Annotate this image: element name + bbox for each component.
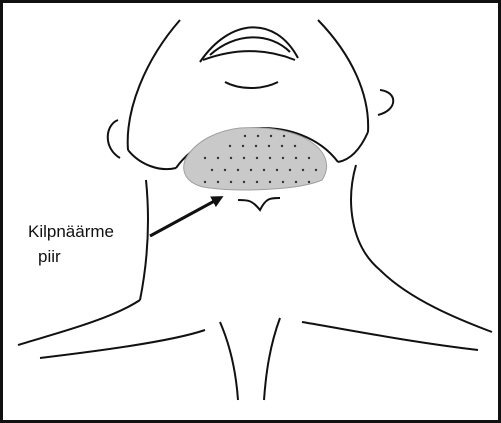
collarbone-left — [40, 330, 205, 358]
neck-right — [351, 165, 380, 270]
mouth-lower — [203, 51, 295, 60]
shoulder-left — [18, 300, 140, 345]
ear-left — [108, 120, 120, 158]
neck-left — [140, 180, 148, 300]
head-right-outline — [318, 20, 368, 132]
ear-right — [378, 90, 393, 115]
mouth-middle — [210, 37, 290, 55]
head-left-outline — [128, 20, 180, 150]
jaw-right — [338, 132, 368, 162]
chin-line — [225, 82, 278, 88]
sternum-left — [220, 322, 238, 400]
annotation-label-line1: Kilpnäärme — [28, 222, 114, 242]
collarbone-right — [302, 322, 478, 350]
sternum-right — [264, 318, 280, 400]
notch-mark — [238, 198, 280, 210]
shoulder-right — [380, 270, 492, 332]
arrow-icon — [150, 198, 220, 236]
annotation-label-line2: piir — [38, 247, 61, 267]
jaw-left — [128, 150, 176, 169]
